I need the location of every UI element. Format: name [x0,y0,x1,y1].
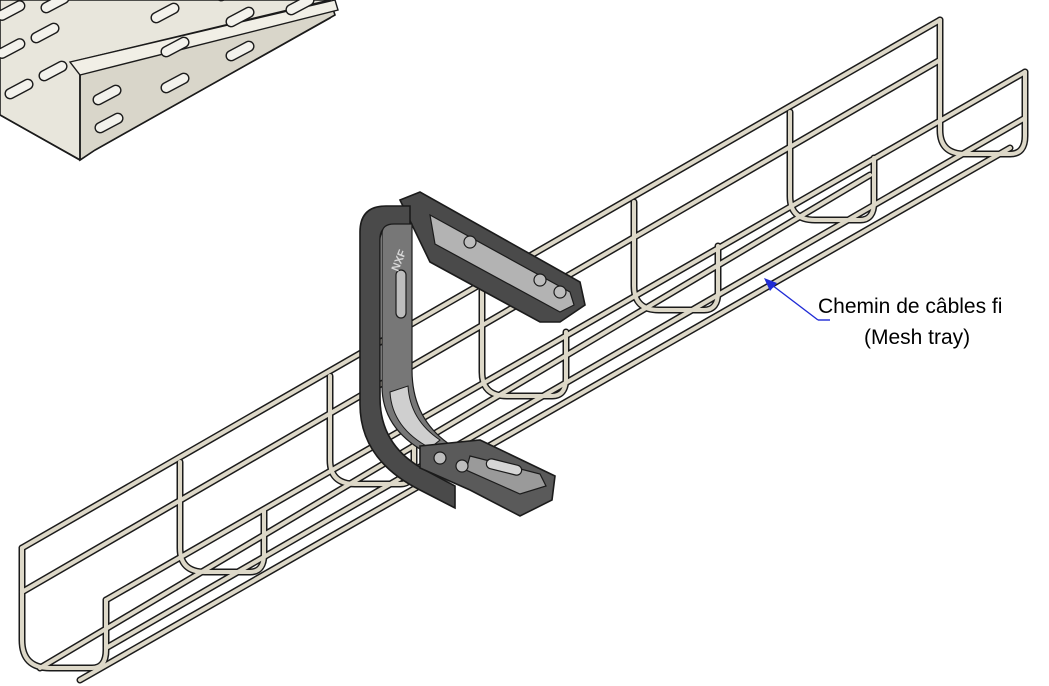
leader-line [767,281,819,321]
tray-perforations [0,0,315,134]
callout-label-line2: (Mesh tray) [864,326,970,349]
mesh-tray-callout: Chemin de câbles fi (Mesh tray) [764,278,1002,349]
leader-arrowhead [764,278,777,291]
mesh-cable-tray [18,16,1029,684]
callout-label-line1: Chemin de câbles fi [818,295,1002,318]
support-bracket: NXF [359,191,586,517]
perforated-cable-tray [0,0,339,162]
